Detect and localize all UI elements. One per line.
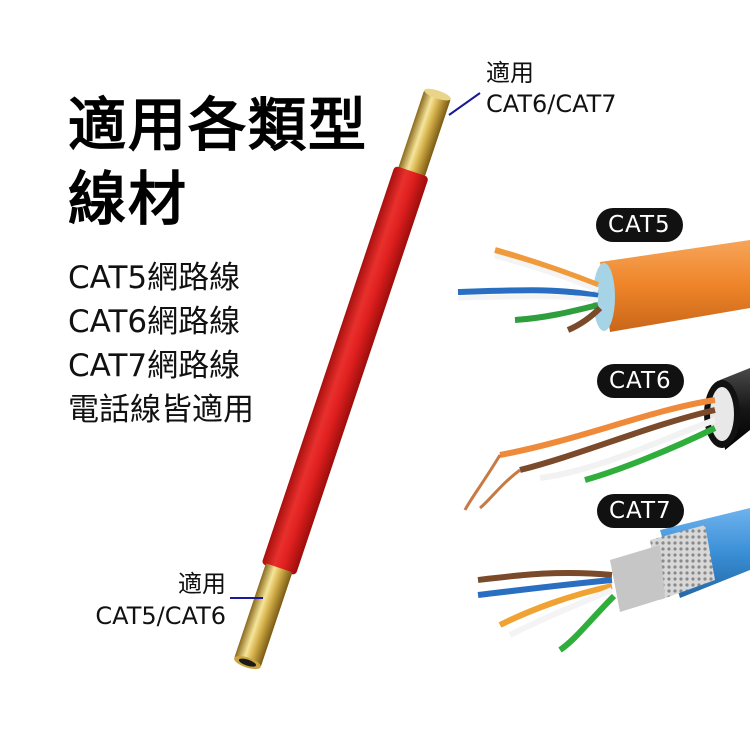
compat-item: CAT7網路線 bbox=[68, 348, 241, 384]
bottom-end-label-line-1: 適用 bbox=[178, 570, 226, 598]
compat-item: CAT6網路線 bbox=[68, 304, 241, 340]
compatibility-list: CAT5網路線 CAT6網路線 CAT7網路線 電話線皆適用 bbox=[68, 256, 254, 432]
wire-tool bbox=[234, 88, 451, 670]
cat6-cable bbox=[463, 368, 750, 511]
compat-item: CAT5網路線 bbox=[68, 260, 241, 296]
red-handle bbox=[262, 166, 428, 575]
cat7-cable bbox=[477, 508, 750, 653]
cat6-badge: CAT6 bbox=[597, 364, 684, 398]
top-gold-tip bbox=[398, 89, 451, 177]
headline-line-1: 適用各類型 bbox=[68, 91, 369, 159]
top-end-label-line-2: CAT6/CAT7 bbox=[486, 90, 617, 118]
top-end-label-line-1: 適用 bbox=[486, 59, 534, 87]
cat5-cable bbox=[457, 240, 750, 333]
headline: 適用各類型 線材 bbox=[68, 88, 368, 236]
compat-item: 電話線皆適用 bbox=[68, 392, 254, 428]
cat5-badge: CAT5 bbox=[596, 208, 683, 242]
bottom-end-label: 適用 CAT5/CAT6 bbox=[95, 568, 226, 632]
top-pointer-line bbox=[448, 92, 481, 116]
bottom-gold-tip bbox=[234, 563, 292, 667]
cat7-badge: CAT7 bbox=[597, 494, 684, 528]
top-end-label: 適用 CAT6/CAT7 bbox=[486, 58, 617, 120]
bottom-end-label-line-2: CAT5/CAT6 bbox=[95, 602, 226, 630]
headline-line-2: 線材 bbox=[68, 165, 189, 233]
